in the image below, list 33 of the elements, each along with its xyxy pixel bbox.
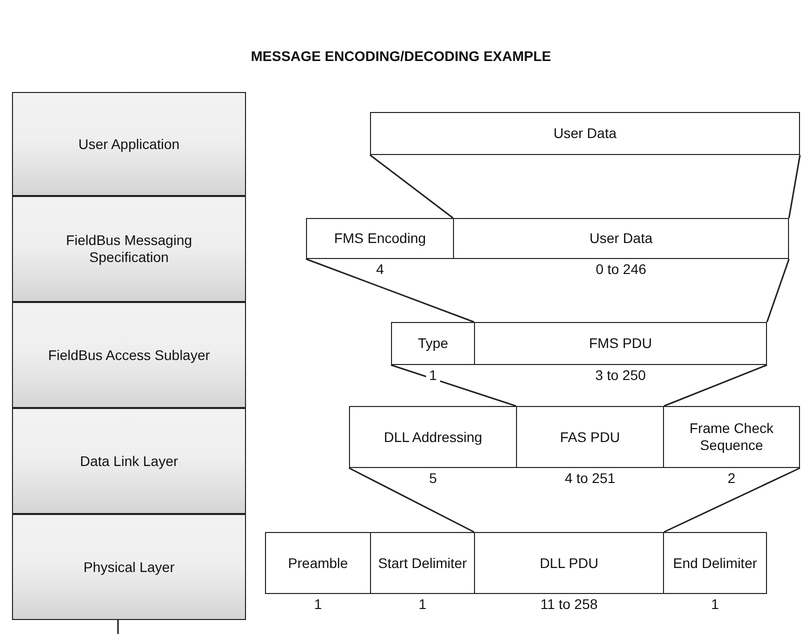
expansion-line [348, 467, 474, 533]
layer-name: Data Link Layer [78, 452, 180, 470]
field-size-label: 1 [426, 367, 440, 384]
frame-field-box [370, 112, 800, 155]
field-name: End Delimiter [672, 554, 758, 572]
protocol-layer-box [12, 514, 246, 620]
field-name: Type [416, 335, 450, 352]
field-name: User Data [588, 230, 654, 247]
protocol-layer-box [12, 408, 246, 514]
layer-name: Physical Layer [82, 558, 176, 576]
protocol-layer-box [12, 196, 246, 302]
expansion-line [766, 258, 790, 322]
field-name: FMS Encoding [333, 230, 427, 247]
expansion-line [390, 364, 516, 407]
expansion-line [664, 364, 768, 407]
expansion-line [788, 154, 801, 218]
field-name: Start Delimiter [377, 554, 468, 572]
protocol-layer-box [12, 302, 246, 408]
expansion-line [306, 258, 474, 323]
layer-name: FieldBus Messaging Specification [64, 232, 194, 266]
field-name: Frame Check Sequence [688, 420, 775, 454]
layer-name: User Application [77, 136, 181, 152]
expansion-line [370, 154, 454, 219]
expansion-line [664, 467, 800, 533]
layer-name: FieldBus Access Sublayer [47, 346, 211, 364]
protocol-layer-box [12, 92, 246, 196]
field-name: User Data [552, 125, 618, 142]
field-name: FAS PDU [559, 428, 621, 446]
field-name: DLL Addressing [382, 428, 484, 446]
field-name: FMS PDU [588, 335, 653, 352]
field-name: Preamble [287, 554, 349, 572]
field-name: DLL PDU [538, 554, 600, 572]
diagram-title: MESSAGE ENCODING/DECODING EXAMPLE [250, 48, 552, 64]
